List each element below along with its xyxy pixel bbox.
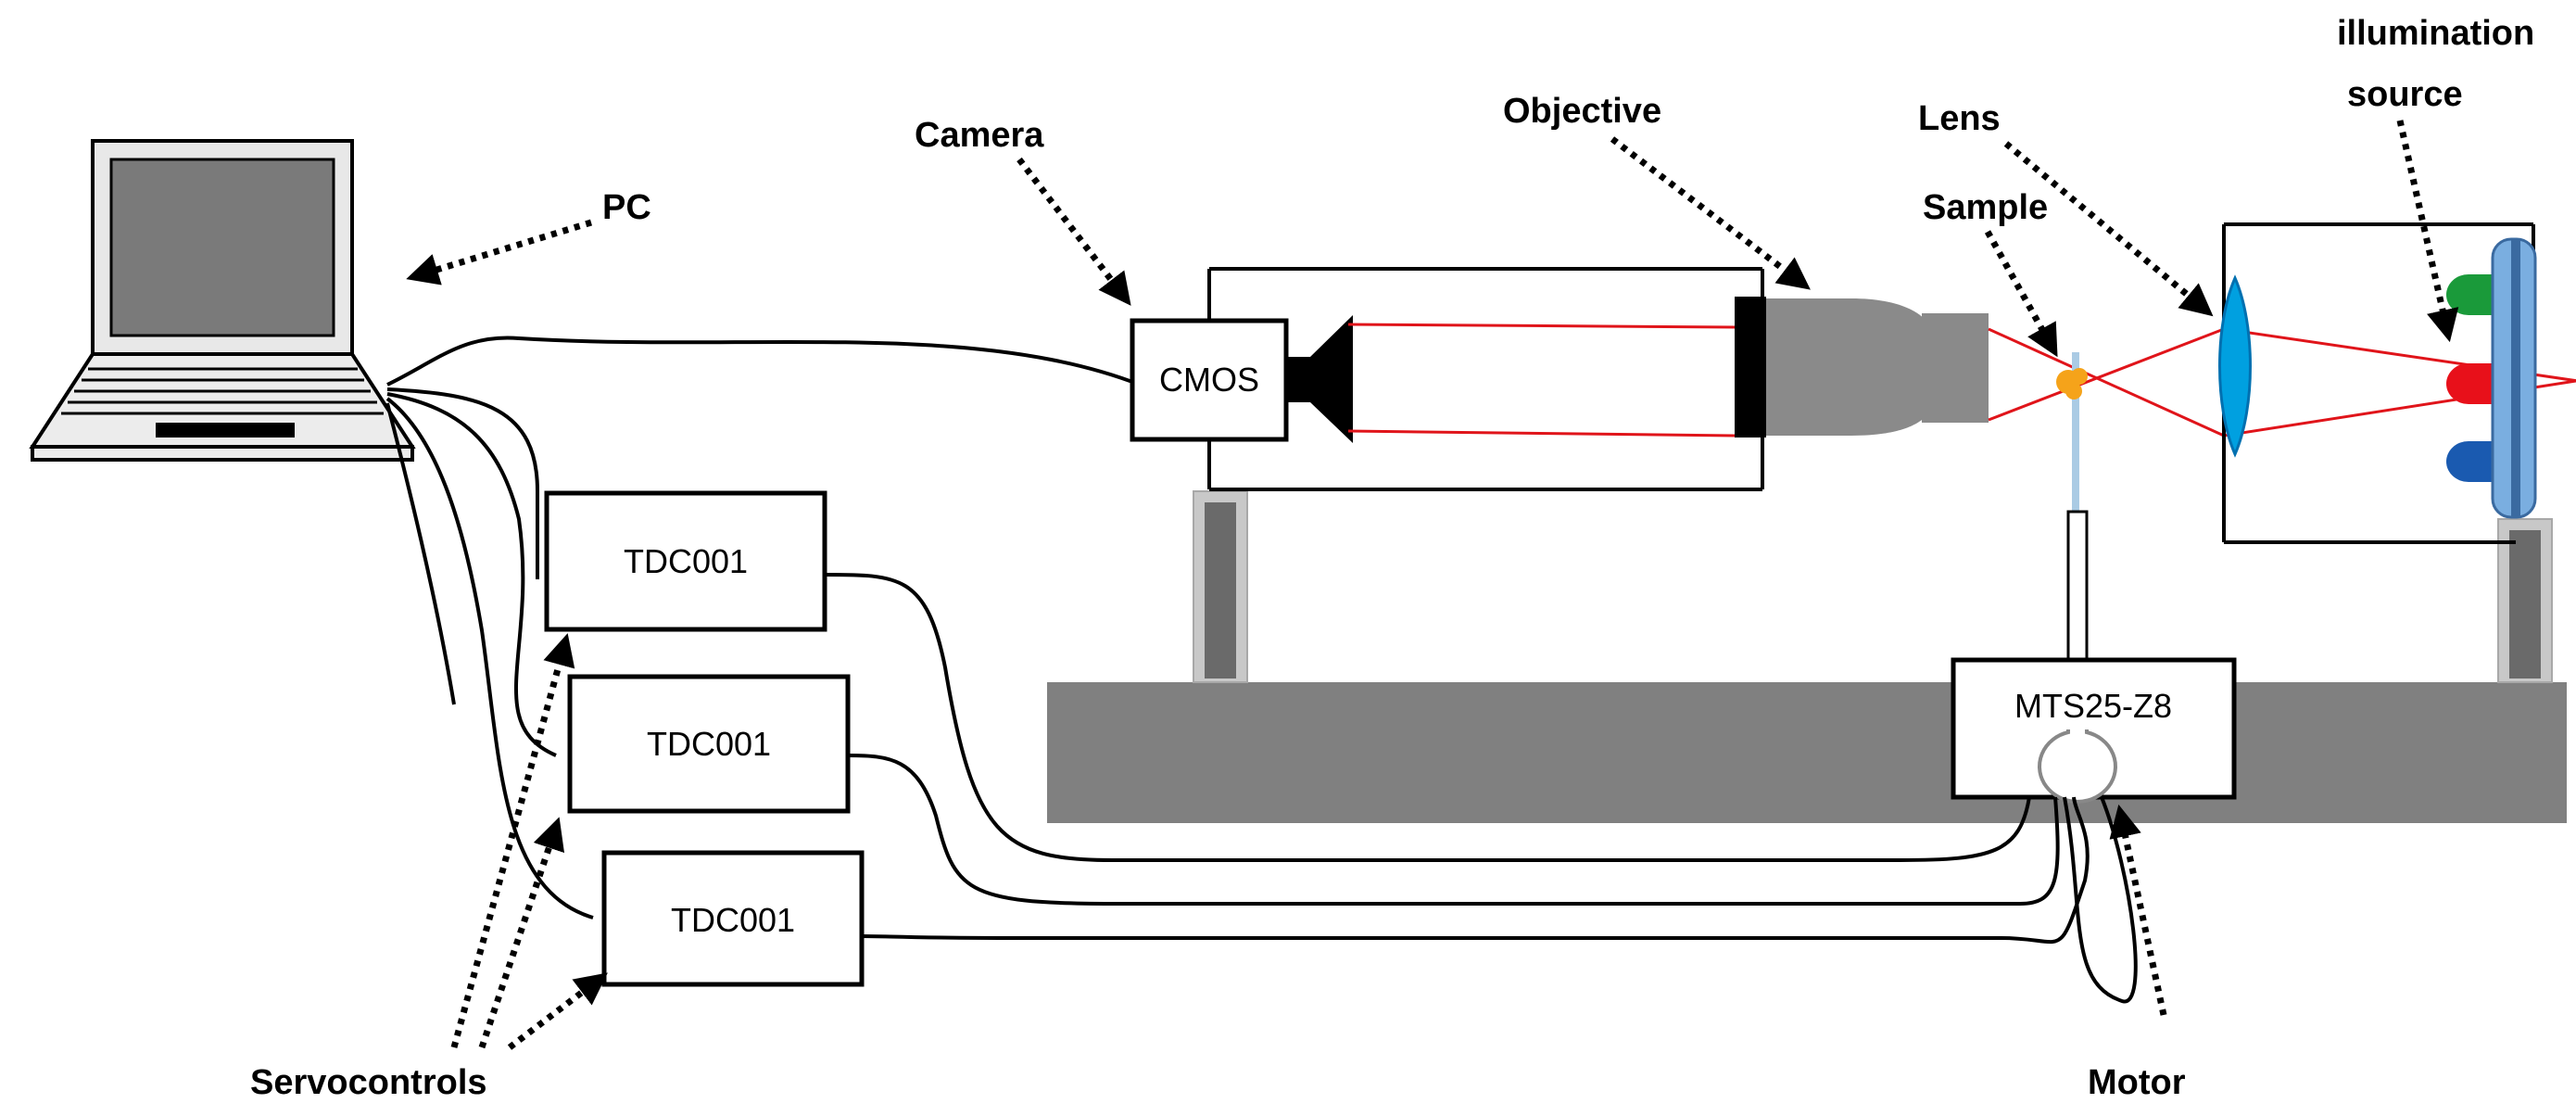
- illumination-label-line2: source: [2347, 75, 2463, 114]
- stage-knob: [2038, 729, 2117, 804]
- camera-arrow: [1017, 157, 1131, 306]
- illumination-label-line1: illumination: [2337, 14, 2534, 53]
- pc-arrow: [406, 219, 593, 285]
- objective-lens: [1735, 297, 1989, 438]
- camera-post: [1193, 490, 1248, 683]
- servo-to-stage-cables: [824, 573, 2138, 1004]
- servocontrols-arrow-3: [507, 972, 608, 1050]
- source-post: [2497, 518, 2553, 683]
- motor-label: Motor: [2088, 1063, 2186, 1102]
- diffuser-plate: [2491, 237, 2537, 519]
- servo-controller-1: [544, 490, 827, 632]
- camera-label: Camera: [915, 116, 1044, 155]
- cmos-camera-label: CMOS: [1159, 361, 1259, 399]
- lens-label: Lens: [1918, 99, 2001, 138]
- led-green: [2446, 274, 2497, 315]
- led-blue: [2446, 441, 2497, 482]
- servo-controller-3: [601, 850, 865, 987]
- servo-controller-2-label: TDC001: [647, 725, 771, 763]
- pc-label: PC: [602, 188, 651, 227]
- servocontrols-label: Servocontrols: [250, 1063, 487, 1102]
- motor-arrow: [2109, 804, 2167, 1016]
- motorized-stage-label: MTS25-Z8: [2014, 687, 2172, 725]
- annotation-arrows: [406, 120, 2459, 1050]
- servo-controller-3-label: TDC001: [671, 901, 795, 939]
- laptop-icon: [29, 139, 416, 462]
- objective-label: Objective: [1503, 92, 1661, 131]
- camera-nose: [1286, 315, 1353, 443]
- sample-arrow: [1984, 230, 2058, 358]
- optical-table: [1047, 682, 2567, 823]
- sample-label: Sample: [1923, 188, 2048, 227]
- cmos-camera: [1130, 318, 1289, 442]
- focusing-lens: [2218, 274, 2252, 458]
- sample: [2056, 368, 2088, 399]
- servo-controller-1-label: TDC001: [624, 542, 748, 580]
- servocontrols-arrow-1: [450, 633, 575, 1048]
- servo-controller-2: [567, 674, 851, 814]
- objective-arrow: [1610, 136, 1811, 290]
- pc-cables: [385, 336, 1141, 919]
- servocontrols-arrow-2: [478, 817, 565, 1049]
- led-red: [2446, 363, 2497, 404]
